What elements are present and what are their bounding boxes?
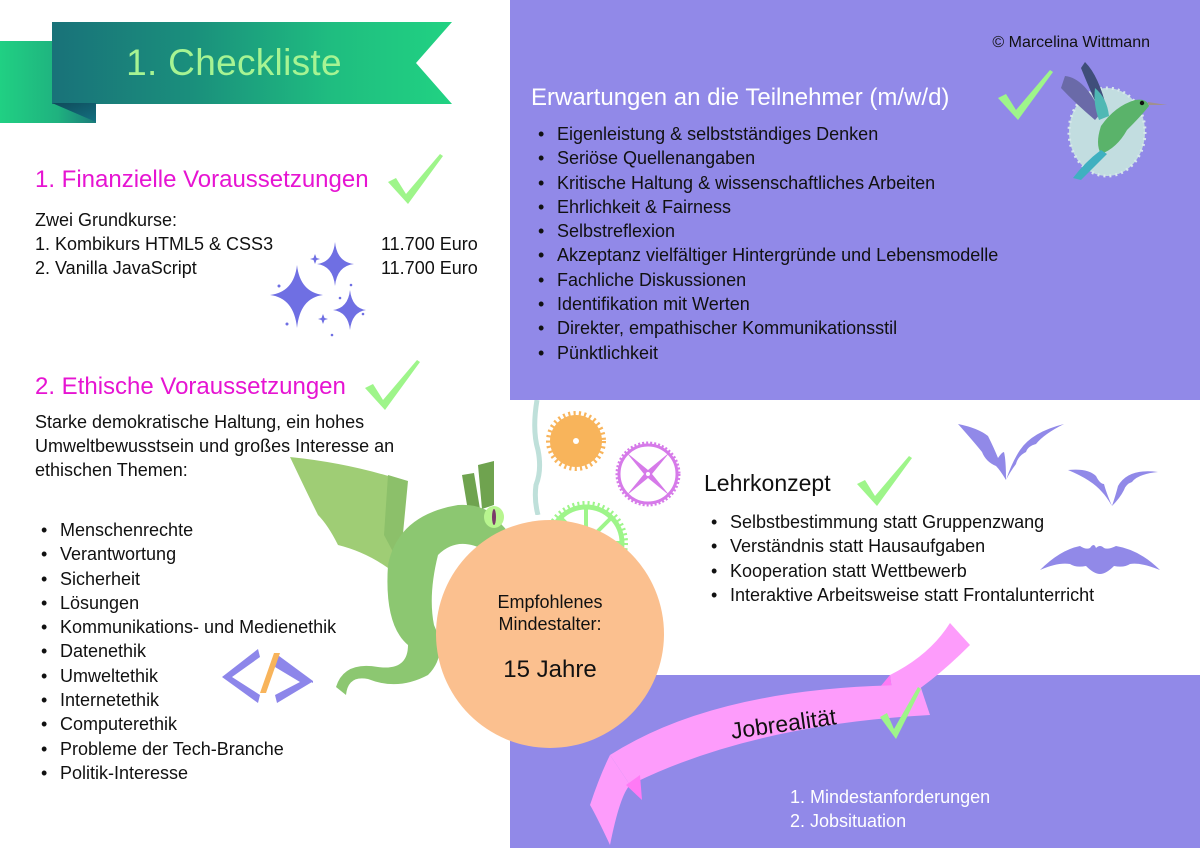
bat-icon [1068,469,1158,506]
checkmark-icon [880,687,921,739]
checkmark-icon [388,154,443,204]
financial-heading: 1. Finanzielle Voraussetzungen [35,166,369,193]
financial-intro: Zwei Grundkurse: [35,210,178,230]
list-item: Verständnis statt Hausaufgaben [704,534,1094,559]
copyright-notice: © Marcelina Wittmann [992,34,1150,51]
list-item: Identifikation mit Werten [531,292,998,317]
course-name: 2. Vanilla JavaScript [35,258,197,278]
list-item: Pünktlichkeit [531,341,998,366]
banner-ribbon [52,22,452,104]
list-item: Internetethik [34,688,336,713]
steam-icon [532,400,543,515]
teaching-list: Selbstbestimmung statt Gruppenzwang Vers… [704,510,1094,607]
ethics-heading: 2. Ethische Voraussetzungen [35,373,346,400]
list-item: Selbstbestimmung statt Gruppenzwang [704,510,1094,535]
list-item: Fachliche Diskussionen [531,268,998,293]
list-item: Verantwortung [34,542,336,567]
list-item: Kritische Haltung & wissenschaftliches A… [531,171,998,196]
bat-icon [958,424,1064,480]
job-reality-list: 1. Mindestanforderungen 2. Jobsituation [790,785,990,833]
list-item: Ehrlichkeit & Fairness [531,195,998,220]
list-item: Politik-Interesse [34,761,336,786]
ethics-topic-list: Menschenrechte Verantwortung Sicherheit … [34,518,336,786]
ribbon-banner [590,623,970,845]
list-item: Akzeptanz vielfältiger Hintergründe und … [531,243,998,268]
list-item: Seriöse Quellenangaben [531,146,998,171]
list-item: Menschenrechte [34,518,336,543]
list-item: Direkter, empathischer Kommunikationssti… [531,316,998,341]
list-item: Kooperation statt Wettbewerb [704,559,1094,584]
list-item: Kommunikations- und Medienethik [34,615,336,640]
list-item: Eigenleistung & selbstständiges Denken [531,122,998,147]
age-circle [436,520,664,748]
expectations-heading: Erwartungen an die Teilnehmer (m/w/d) [531,84,950,111]
list-item: Datenethik [34,639,336,664]
course-name: 1. Kombikurs HTML5 & CSS3 [35,234,274,254]
bat-icon [1040,545,1160,574]
list-item: 1. Mindestanforderungen [790,787,991,807]
page-title: 1. Checkliste [126,42,342,83]
list-item: Interaktive Arbeitsweise statt Frontalun… [704,583,1094,608]
list-item: Lösungen [34,591,336,616]
list-item: Selbstreflexion [531,219,998,244]
age-value: 15 Jahre [503,656,597,683]
list-item: Sicherheit [34,567,336,592]
age-label: Empfohlenes Mindestalter: [497,592,603,634]
course-price: 11.700 Euro [381,234,478,254]
expectations-list: Eigenleistung & selbstständiges Denken S… [531,122,998,365]
checkmark-icon [857,456,912,506]
course-price: 11.700 Euro [381,258,478,278]
sparkles-icon [270,242,366,337]
code-brackets-icon [222,649,313,703]
list-item: 2. Jobsituation [790,811,907,831]
list-item: Computerethik [34,712,336,737]
teaching-heading: Lehrkonzept [704,470,831,496]
checkmark-icon [998,70,1053,120]
dragon-illustration [290,457,512,695]
list-item: Umweltethik [34,664,336,689]
checkmark-icon [365,360,420,410]
list-item: Probleme der Tech-Branche [34,737,336,762]
ethics-intro: Starke demokratische Haltung, ein hohes … [35,412,395,480]
gear-icon [615,441,681,507]
hummingbird-icon [1061,62,1167,180]
gear-icon [546,411,606,471]
